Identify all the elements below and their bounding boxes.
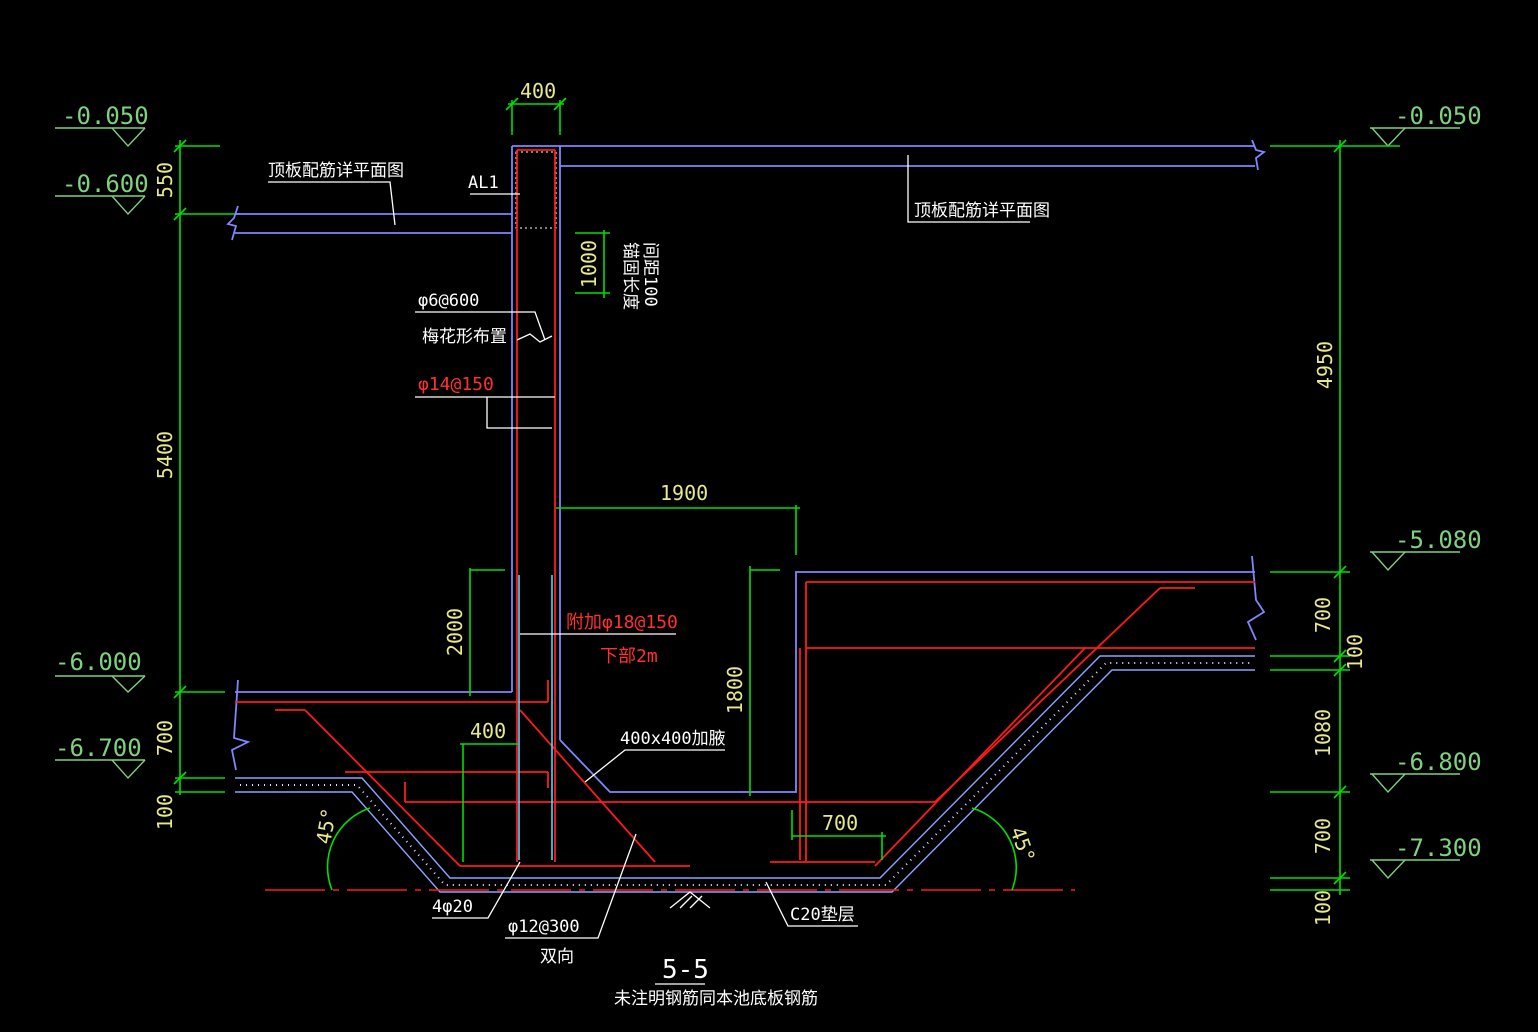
note-d12-both-ways: 双向 [540, 947, 574, 967]
left-elevation-markers [55, 127, 146, 780]
note-tie-bar-layout: 梅花形布置 [422, 327, 507, 347]
note-d12: φ12@300 [508, 917, 580, 937]
elev-right-4: -7.300 [1395, 834, 1482, 862]
dim-1900: 1900 [660, 481, 708, 505]
note-add-rebar: 附加φ18@150 [566, 612, 678, 633]
elev-right-2: -5.080 [1395, 526, 1482, 554]
note-right-slab: 顶板配筋详平面图 [914, 201, 1050, 221]
elev-left-3: -6.000 [55, 648, 142, 676]
elev-left-4: -6.700 [55, 734, 142, 762]
note-vert-1: 锚固长度 [620, 242, 640, 310]
note-4d20: 4φ20 [432, 897, 473, 917]
elev-right-1: -0.050 [1395, 102, 1482, 130]
rebar-cyan [518, 575, 553, 860]
note-vert-2: 间距100 [640, 242, 660, 307]
dim-400-inner: 400 [470, 719, 506, 743]
dim-100-right-a: 100 [1343, 634, 1367, 670]
dim-top-400: 400 [520, 79, 556, 103]
dim-700-right-b: 700 [1311, 818, 1335, 854]
note-tie-bar: φ6@600 [418, 291, 479, 311]
note-add-rebar-range: 下部2m [600, 646, 658, 667]
dim-100-right-b: 100 [1311, 890, 1335, 926]
dim-1000: 1000 [577, 240, 601, 288]
angle-right: 45° [1005, 824, 1040, 866]
dim-700-inner: 700 [822, 811, 858, 835]
dim-700-right-a: 700 [1311, 597, 1335, 633]
elev-left-2: -0.600 [62, 170, 149, 198]
angle-left: 45° [311, 806, 341, 846]
right-elevation-markers [1370, 127, 1460, 880]
note-left-slab: 顶板配筋详平面图 [268, 161, 404, 181]
elev-right-3: -6.800 [1395, 748, 1482, 776]
top-dim-400 [505, 97, 567, 135]
note-rebar-14: φ14@150 [418, 374, 494, 395]
dim-700-left: 700 [153, 720, 177, 756]
dim-1800: 1800 [723, 666, 747, 714]
left-dim-chain [173, 139, 240, 795]
internal-dims [326, 230, 1018, 891]
leader-lines [268, 155, 1030, 939]
elev-left-1: -0.050 [62, 102, 149, 130]
dim-100-left: 100 [153, 794, 177, 830]
note-c20: C20垫层 [790, 905, 855, 925]
note-haunch: 400x400加腋 [620, 729, 726, 749]
section-title: 5-5 [662, 955, 709, 985]
note-al1: AL1 [468, 173, 499, 193]
dim-5400: 5400 [153, 431, 177, 479]
dim-4950: 4950 [1313, 341, 1337, 389]
dim-1080-right: 1080 [1311, 709, 1335, 757]
section-note: 未注明钢筋同本池底板钢筋 [614, 989, 818, 1009]
dim-550: 550 [153, 162, 177, 198]
right-dim-chain [1270, 139, 1400, 895]
dim-2000: 2000 [443, 608, 467, 656]
c20-cushion [235, 655, 1255, 909]
